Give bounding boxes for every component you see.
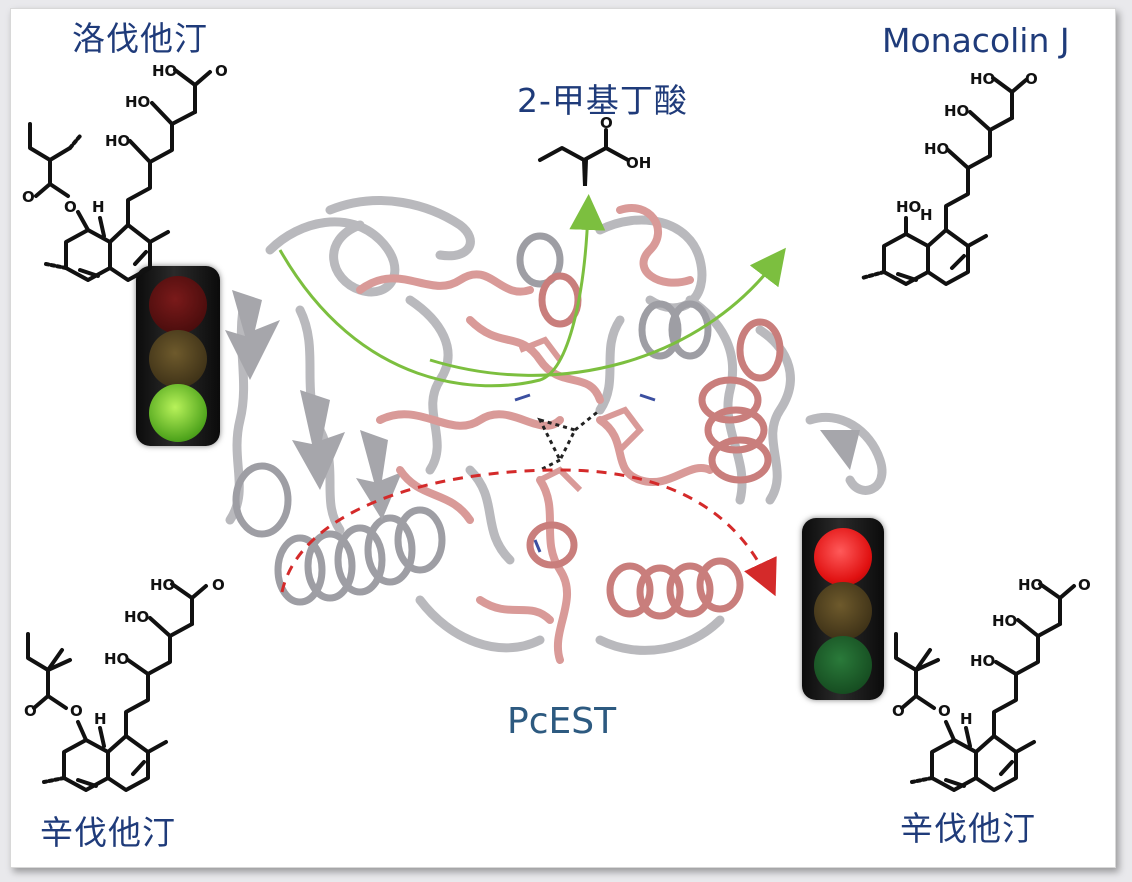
svg-text:HO: HO [896,198,921,216]
traffic-light-go [136,266,220,446]
blocked-pathway-arrow [280,468,777,597]
green-lamp-on [149,384,207,442]
svg-text:O: O [892,702,905,720]
svg-text:HO: HO [992,612,1017,630]
svg-text:HO: HO [124,608,149,626]
svg-text:O: O [1078,576,1091,594]
simvastatin-right-label: 辛伐他汀 [900,809,1036,848]
svg-text:HO: HO [1018,576,1043,594]
svg-text:HO: HO [970,652,995,670]
methylbutyric-acid-label: 2-甲基丁酸 [517,81,688,120]
svg-text:HO: HO [150,576,175,594]
svg-text:H: H [94,710,107,728]
svg-text:O: O [24,702,37,720]
svg-text:HO: HO [125,93,150,111]
svg-text:H: H [92,198,105,216]
svg-text:O: O [212,576,225,594]
lovastatin-label: 洛伐他汀 [72,19,208,58]
svg-text:O: O [938,702,951,720]
svg-text:HO: HO [152,62,177,80]
simvastatin-left-label: 辛伐他汀 [40,813,176,852]
simvastatin-left-structure: HO O HO HO H O O [24,576,225,792]
allowed-pathway-arrows [278,194,786,388]
red-lamp-on [814,528,872,586]
svg-text:HO: HO [924,140,949,158]
svg-text:HO: HO [970,70,995,88]
svg-text:O: O [64,198,77,216]
svg-text:H: H [920,206,933,224]
svg-text:O: O [22,188,35,206]
svg-text:O: O [600,114,613,132]
svg-text:O: O [70,702,83,720]
svg-text:O: O [1025,70,1038,88]
svg-text:HO: HO [944,102,969,120]
svg-text:OH: OH [626,154,651,172]
green-lamp-dim [814,636,872,694]
yellow-lamp-dim [149,330,207,388]
lovastatin-structure: HO O HO HO H O O [22,62,228,282]
simvastatin-right-structure: HO O HO HO H O O [892,576,1091,792]
traffic-light-stop [802,518,884,700]
svg-text:H: H [960,710,973,728]
yellow-lamp-dim [814,582,872,640]
pcest-label: PcEST [507,701,617,742]
protein-structure [225,196,887,664]
monacolin-j-structure: HO O HO HO HO H [860,70,1038,286]
svg-text:O: O [215,62,228,80]
monacolin-j-label: Monacolin J [882,21,1070,60]
svg-text:HO: HO [104,650,129,668]
red-lamp-dim [149,276,207,334]
svg-text:HO: HO [105,132,130,150]
methylbutyric-acid-structure: O OH [538,114,651,186]
